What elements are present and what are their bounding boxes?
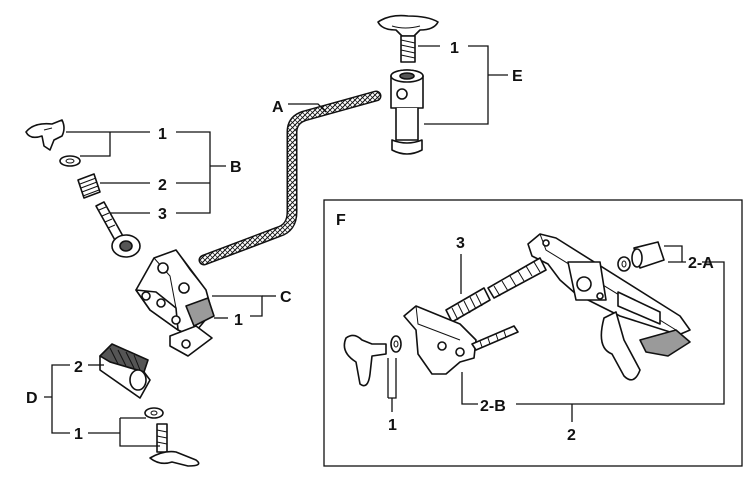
label-b-3: 3 [158, 206, 167, 223]
bracket-f-2 [516, 261, 725, 422]
part-f-vise-knob [600, 311, 641, 381]
label-b: B [230, 159, 242, 176]
part-b-wing-screw [25, 119, 65, 151]
part-f-wing-knob [343, 334, 387, 387]
label-f-2: 2 [567, 427, 576, 444]
part-f-washer [390, 335, 402, 353]
part-f-box [323, 199, 743, 467]
bracket-e [424, 45, 508, 125]
bracket-c [212, 295, 263, 317]
bracket-f-2a [664, 245, 686, 263]
bracket-f-1 [387, 358, 397, 412]
label-b-2: 2 [158, 177, 167, 194]
part-a-bent-rod [198, 90, 382, 266]
label-f-3: 3 [456, 235, 465, 252]
bracket-b [176, 131, 226, 214]
label-b-1: 1 [158, 126, 167, 143]
bracket-d-1 [88, 417, 160, 447]
part-e-thumb-screw [377, 14, 439, 63]
label-f-2a: 2-A [688, 255, 714, 272]
label-d-2: 2 [74, 359, 83, 376]
leader-a [288, 103, 327, 113]
part-c-bracket [135, 249, 215, 357]
part-d-washer [144, 407, 164, 419]
part-f-nut-2a [617, 241, 665, 272]
part-f-slide-jaw [403, 305, 519, 375]
part-f-spring [445, 287, 491, 323]
bracket-b-1 [66, 131, 150, 157]
part-b-washer [59, 155, 81, 167]
part-f-screw [487, 257, 547, 299]
label-f-1: 1 [388, 417, 397, 434]
label-f: F [336, 212, 346, 229]
leader-f-2b [461, 372, 478, 405]
label-a: A [272, 99, 284, 116]
label-e: E [512, 68, 523, 85]
part-f-vise-body [527, 233, 691, 357]
part-d-wing-screw [149, 423, 200, 467]
label-d-1: 1 [74, 426, 83, 443]
part-b-eye-bolt [95, 201, 141, 258]
part-d-clamp-pad [99, 343, 151, 399]
label-c: C [280, 289, 292, 306]
label-top-1: 1 [450, 40, 459, 57]
label-c-1: 1 [234, 312, 243, 329]
label-f-2b: 2-B [480, 398, 506, 415]
part-e-sleeve [390, 69, 424, 155]
part-b-spring [77, 173, 101, 199]
bracket-d [44, 364, 70, 434]
label-d: D [26, 390, 38, 407]
